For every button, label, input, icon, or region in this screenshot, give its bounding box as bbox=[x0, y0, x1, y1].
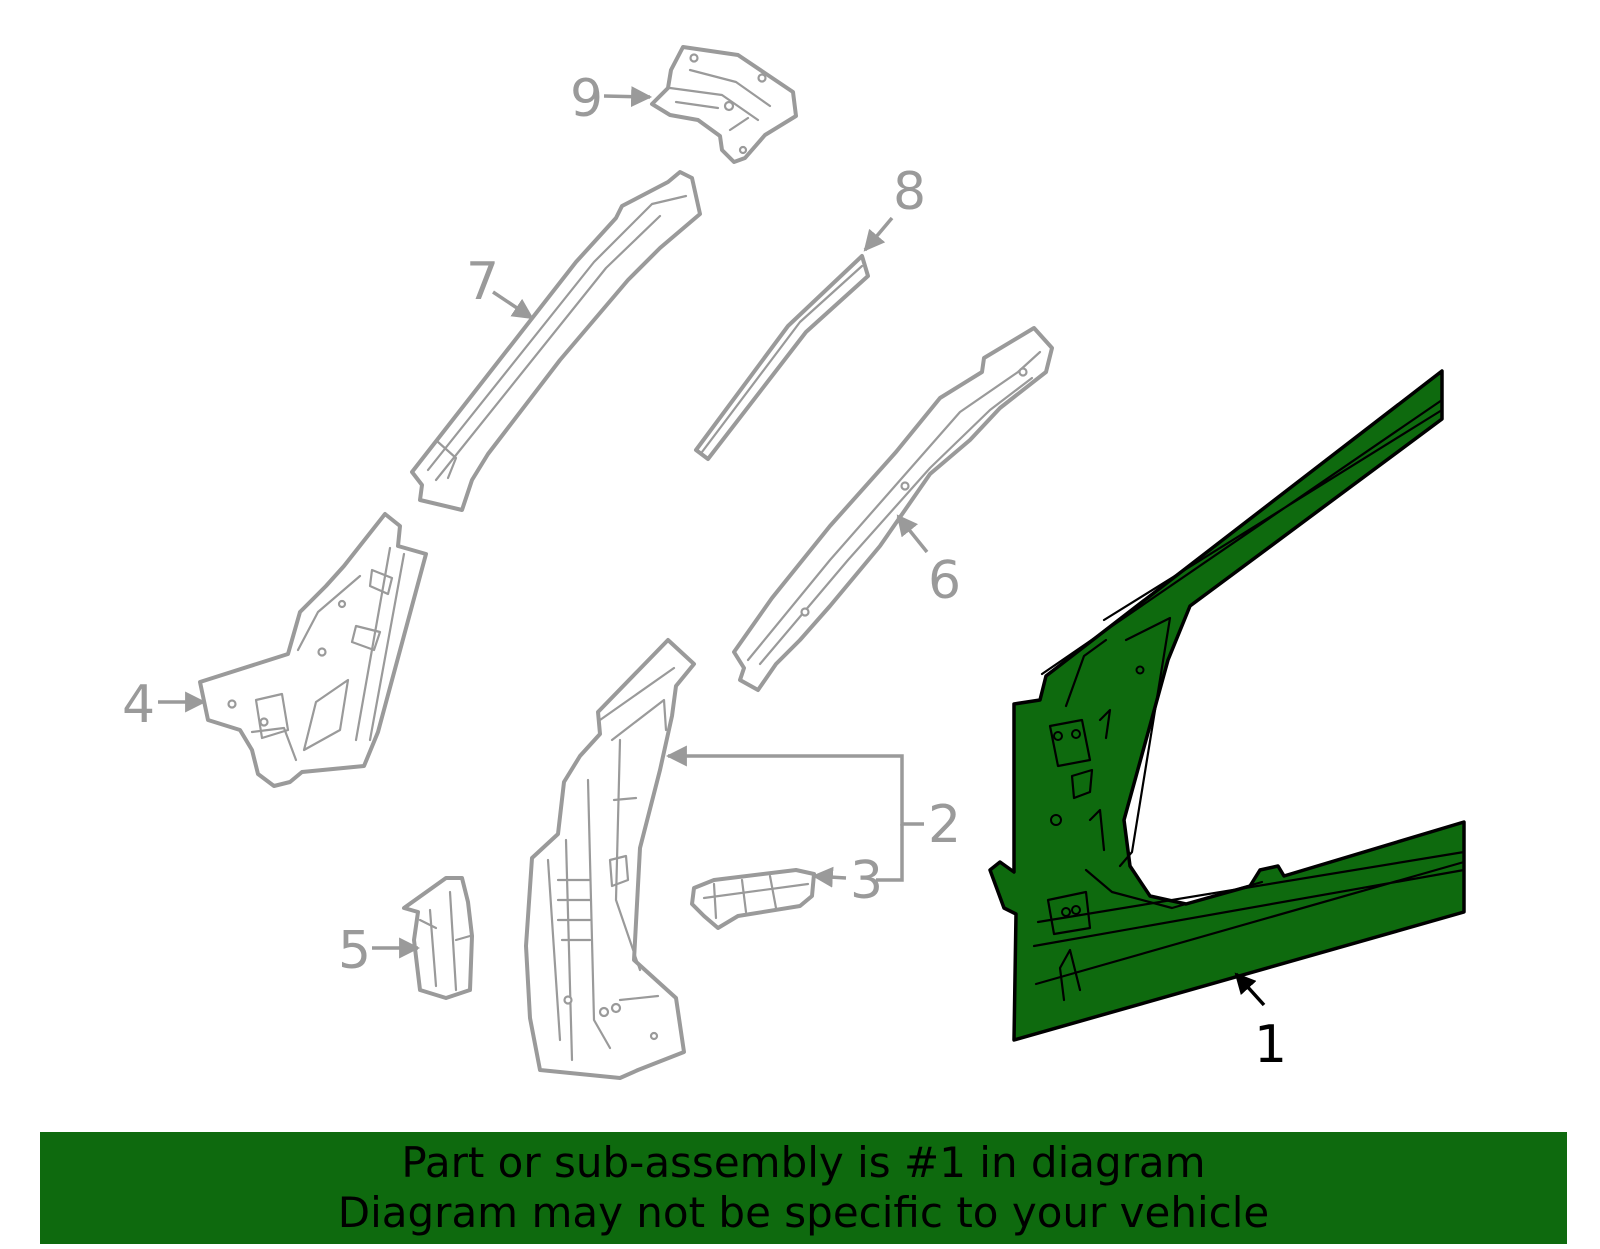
banner-line-2: Diagram may not be specific to your vehi… bbox=[337, 1188, 1270, 1237]
callout-6[interactable]: 6 bbox=[928, 551, 961, 611]
leader-1 bbox=[1234, 972, 1266, 1007]
leader-3-bracket bbox=[876, 824, 904, 882]
leader-9 bbox=[603, 86, 653, 108]
callout-5[interactable]: 5 bbox=[338, 921, 371, 981]
leader-lines bbox=[158, 86, 1266, 1007]
part-4-lower-assembly[interactable] bbox=[198, 512, 428, 788]
info-banner: Part or sub-assembly is #1 in diagram Di… bbox=[40, 1132, 1567, 1244]
part-3-bracket[interactable] bbox=[690, 868, 816, 930]
part-7-reinforcement[interactable] bbox=[410, 170, 702, 512]
part-6-inner-pillar[interactable] bbox=[732, 326, 1054, 692]
part-1-panel-shape bbox=[988, 369, 1466, 1042]
part-5-brace[interactable] bbox=[402, 876, 474, 1000]
callout-9[interactable]: 9 bbox=[570, 69, 603, 129]
leader-7 bbox=[492, 290, 534, 320]
callouts: 9 7 8 6 4 5 2 3 1 bbox=[122, 69, 1287, 1075]
callout-1[interactable]: 1 bbox=[1254, 1015, 1287, 1075]
leader-2 bbox=[665, 745, 924, 826]
banner-line-1: Part or sub-assembly is #1 in diagram bbox=[401, 1138, 1206, 1187]
callout-2[interactable]: 2 bbox=[928, 795, 961, 855]
part-9-bracket[interactable] bbox=[650, 45, 798, 164]
callout-4[interactable]: 4 bbox=[122, 675, 155, 735]
part-1-side-panel[interactable] bbox=[988, 369, 1466, 1042]
part-2-hinge-pillar[interactable] bbox=[524, 638, 696, 1080]
callout-3[interactable]: 3 bbox=[850, 851, 883, 911]
callout-8[interactable]: 8 bbox=[893, 162, 926, 222]
leader-3 bbox=[811, 866, 847, 888]
callout-7[interactable]: 7 bbox=[466, 252, 499, 312]
leader-8 bbox=[863, 216, 894, 252]
part-8-strip[interactable] bbox=[694, 254, 870, 461]
leader-6 bbox=[896, 514, 929, 554]
